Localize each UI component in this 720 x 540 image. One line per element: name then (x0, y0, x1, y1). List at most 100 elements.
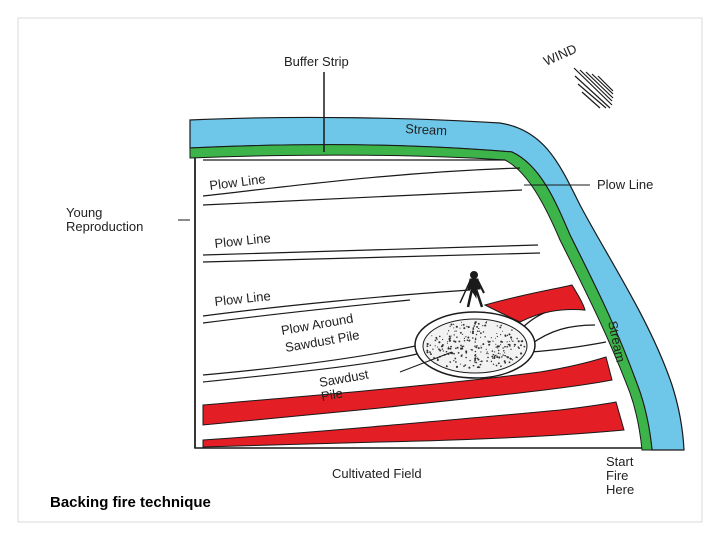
plow-line-right-label: Plow Line (597, 177, 653, 192)
sawdust-dot (516, 356, 518, 359)
sawdust-dot (447, 347, 450, 350)
sawdust-dot (488, 340, 491, 343)
cultivated-field-label: Cultivated Field (332, 466, 422, 481)
sawdust-dot (450, 335, 452, 337)
sawdust-dot (479, 363, 482, 366)
sawdust-dot (486, 351, 488, 353)
sawdust-dot (446, 343, 448, 345)
sawdust-dot (436, 359, 439, 362)
sawdust-dot (454, 340, 457, 343)
sawdust-dot (480, 351, 482, 353)
sawdust-dot (461, 347, 464, 350)
sawdust-dot (426, 351, 429, 354)
sawdust-dot (482, 343, 485, 346)
sawdust-dot (486, 352, 488, 355)
sawdust-dot (474, 338, 477, 341)
sawdust-dot (499, 333, 502, 336)
sawdust-dot (496, 335, 499, 338)
sawdust-dot (499, 353, 501, 355)
sawdust-dot (502, 330, 503, 332)
sawdust-dot (463, 365, 465, 368)
sawdust-dot (491, 350, 494, 352)
sawdust-dot (518, 347, 520, 349)
sawdust-dot (474, 321, 477, 324)
plow-line-label-3: Plow Line (214, 288, 272, 309)
sawdust-dot (426, 349, 429, 352)
start-fire-label-line3: Here (606, 482, 634, 497)
sawdust-dot (456, 336, 458, 338)
sawdust-dot (465, 350, 468, 353)
sawdust-dot (478, 327, 480, 330)
sawdust-dot (475, 346, 478, 349)
sawdust-dot (457, 352, 460, 354)
sawdust-dot (520, 352, 523, 355)
sawdust-dot (450, 323, 453, 326)
sawdust-dot (490, 360, 493, 363)
sawdust-dot (446, 341, 449, 343)
sawdust-dot (495, 346, 497, 348)
sawdust-dot (478, 330, 480, 333)
sawdust-dot (460, 321, 462, 323)
sawdust-dot (469, 359, 471, 362)
sawdust-dot (480, 345, 482, 347)
sawdust-dot (502, 354, 504, 356)
sawdust-dot (426, 342, 429, 346)
sawdust-dot (467, 336, 470, 339)
sawdust-dot (461, 324, 463, 326)
buffer-strip-label: Buffer Strip (284, 54, 349, 69)
sawdust-dot (455, 330, 457, 332)
sawdust-dot (493, 356, 496, 359)
sawdust-dot (523, 345, 526, 348)
sawdust-dot (460, 363, 462, 365)
sawdust-dot (455, 361, 457, 363)
sawdust-dot (464, 364, 467, 366)
sawdust-dot (500, 340, 503, 343)
sawdust-dot (455, 365, 459, 368)
sawdust-dot (452, 323, 455, 326)
sawdust-dot (463, 327, 466, 330)
sawdust-dot (476, 357, 479, 360)
sawdust-dot (454, 330, 456, 332)
sawdust-dot (471, 349, 473, 351)
sawdust-dot (496, 354, 498, 356)
sawdust-dot (474, 345, 476, 347)
sawdust-dot (461, 346, 463, 348)
sawdust-dot (466, 325, 468, 328)
sawdust-dot (445, 365, 448, 368)
sawdust-dot (482, 324, 484, 327)
sawdust-dot (472, 327, 475, 329)
sawdust-dot (480, 346, 483, 349)
sawdust-dot (449, 347, 452, 350)
sawdust-dot (460, 344, 462, 347)
sawdust-dot (492, 340, 494, 342)
sawdust-dot (462, 323, 465, 326)
sawdust-dot (476, 345, 478, 347)
stream-top-label: Stream (405, 121, 448, 138)
sawdust-dot (466, 339, 469, 342)
sawdust-dot (513, 345, 515, 348)
sawdust-dot (438, 341, 441, 344)
sawdust-dot (473, 325, 476, 327)
sawdust-dot (509, 340, 511, 343)
sawdust-dot (504, 355, 507, 357)
sawdust-dot (484, 336, 486, 338)
sawdust-dot (453, 334, 455, 336)
sawdust-pile-label-line2: Pile (320, 385, 344, 404)
sawdust-dot (440, 345, 443, 348)
sawdust-dot (482, 331, 485, 333)
sawdust-dot (434, 339, 437, 342)
sawdust-dot (436, 338, 438, 340)
sawdust-dot (497, 352, 500, 355)
sawdust-dot (445, 350, 448, 353)
sawdust-dot (517, 340, 520, 343)
sawdust-dot (477, 358, 480, 361)
sawdust-dot (500, 365, 502, 368)
sawdust-dot (472, 337, 474, 339)
sawdust-dot (497, 362, 500, 365)
sawdust-dot (465, 356, 467, 359)
sawdust-dot (474, 357, 477, 360)
sawdust-dot (455, 325, 458, 328)
sawdust-dot (509, 357, 512, 360)
sawdust-dot (475, 361, 478, 364)
sawdust-dot (506, 345, 509, 348)
